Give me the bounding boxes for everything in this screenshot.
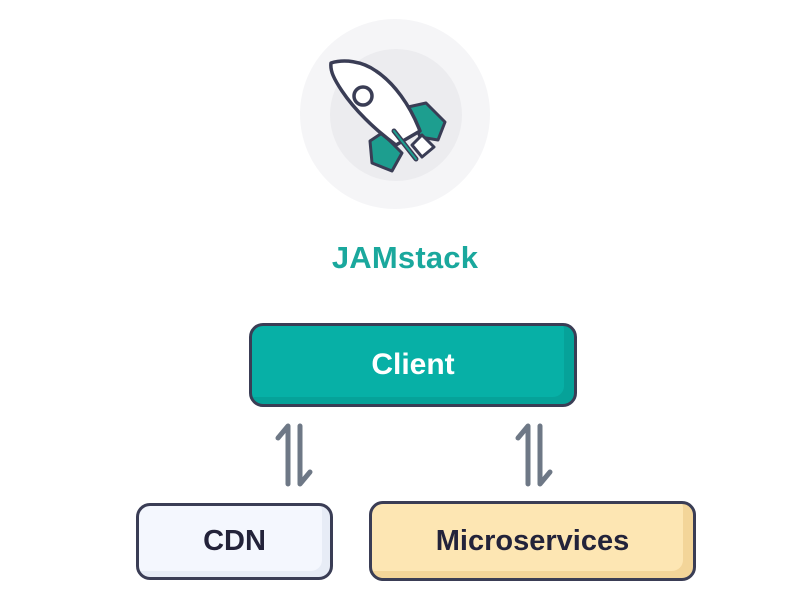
cdn-node: CDN (136, 503, 333, 580)
microservices-label: Microservices (435, 524, 630, 557)
microservices-node: Microservices (369, 501, 696, 581)
client-microservices-arrows-icon (512, 420, 556, 490)
client-label: Client (371, 348, 455, 381)
rocket-icon (300, 19, 490, 209)
cdn-label: CDN (203, 525, 266, 557)
client-cdn-arrows-icon (272, 420, 316, 490)
client-node: Client (249, 323, 577, 407)
diagram-title: JAMstack (331, 240, 479, 275)
